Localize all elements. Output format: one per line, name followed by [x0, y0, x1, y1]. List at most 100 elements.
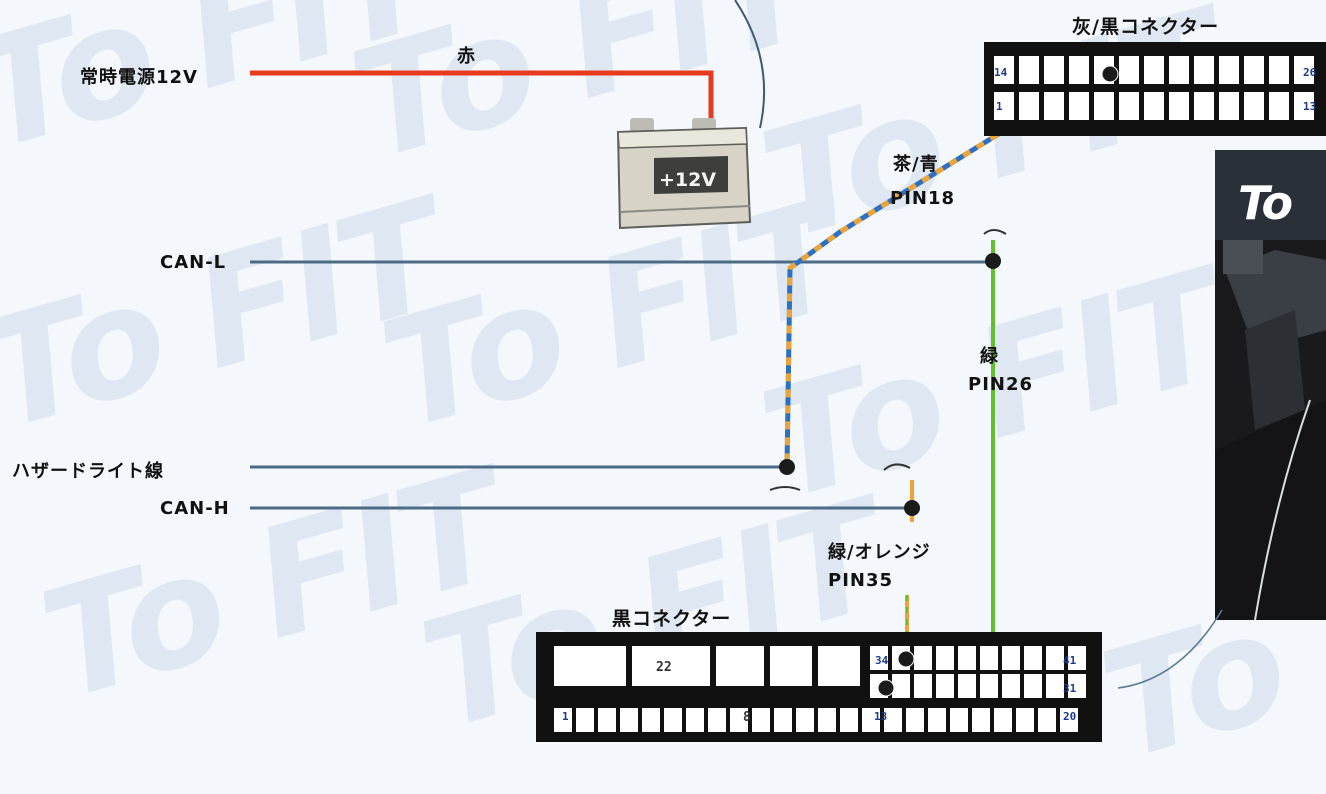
pin-cell [1002, 646, 1020, 670]
gray-black-connector-title: 灰/黒コネクター [1072, 16, 1220, 38]
pin-number: 8 [743, 710, 751, 725]
pin-cell [598, 708, 616, 732]
pin-cell [906, 708, 924, 732]
pin-cell [576, 708, 594, 732]
pin-cell [928, 708, 946, 732]
pin-cell [1119, 56, 1139, 84]
pin-cell [1024, 646, 1042, 670]
pin-cell [1269, 56, 1289, 84]
pin-cell [914, 674, 932, 698]
pin-cell [620, 708, 638, 732]
hazard-label: ハザードライト線 [12, 461, 164, 482]
pin-cell [1294, 56, 1314, 84]
pin-cell [1068, 674, 1086, 698]
pin-cell [818, 646, 860, 686]
pin-cell [632, 646, 710, 686]
vehicle-photo [1215, 150, 1326, 620]
red-wire-label: 赤 [457, 46, 476, 67]
pin-cell [1094, 92, 1114, 120]
pin-number: 31 [1063, 682, 1077, 695]
pin-cell [1002, 674, 1020, 698]
pin-cell [1244, 56, 1264, 84]
pin-cell [1019, 56, 1039, 84]
pin-cell [1144, 92, 1164, 120]
pin-number: 13 [1303, 100, 1317, 113]
pin-cell [1169, 56, 1189, 84]
pin-cell [980, 674, 998, 698]
pin-cell [1194, 56, 1214, 84]
green-wire-pin-label: PIN26 [968, 374, 1034, 395]
pin-cell [774, 708, 792, 732]
pin-cell [1194, 92, 1214, 120]
pin-cell [1244, 92, 1264, 120]
pin-number: 34 [875, 654, 889, 667]
red-wire [250, 70, 714, 122]
pin-number: 22 [656, 660, 672, 675]
pin-number: 13 [874, 710, 888, 723]
pin-cell [1060, 708, 1078, 732]
pin-cell [980, 646, 998, 670]
pin-cell [1038, 708, 1056, 732]
pin-cell [1019, 92, 1039, 120]
battery-icon [616, 118, 752, 230]
pin-cell [716, 646, 764, 686]
pin-cell [554, 708, 572, 732]
battery-label: +12V [659, 169, 717, 191]
pin-cell [936, 646, 954, 670]
pin-cell [958, 674, 976, 698]
pin-cell [884, 708, 902, 732]
junction-dot [904, 500, 920, 516]
pin-cell [752, 708, 770, 732]
pin-cell [994, 92, 1014, 120]
pin-number: 1 [996, 100, 1003, 113]
pin-cell [936, 674, 954, 698]
pin-cell [1016, 708, 1034, 732]
pin-cell [1069, 92, 1089, 120]
can-l-label: CAN-L [160, 252, 227, 273]
pin-cell [1269, 92, 1289, 120]
junction-dot [779, 459, 795, 475]
pin-number: 26 [1303, 66, 1317, 79]
pin-cell [972, 708, 990, 732]
pin-cell [1219, 92, 1239, 120]
pin-cell [1219, 56, 1239, 84]
pin-cell [664, 708, 682, 732]
constant-power-label: 常時電源12V [80, 67, 198, 88]
pin-cell [730, 708, 748, 732]
can-h-label: CAN-H [160, 498, 230, 519]
pin-cell [1144, 56, 1164, 84]
pin-cell [1024, 674, 1042, 698]
pin-cell [1046, 674, 1064, 698]
pin-number: 20 [1063, 710, 1077, 723]
pin-cell [950, 708, 968, 732]
pin-cell [862, 708, 880, 732]
pin-cell [1169, 92, 1189, 120]
sensor-cable [734, 0, 766, 129]
black-connector [536, 632, 1102, 742]
pin-cell [1044, 92, 1064, 120]
pin-cell [994, 56, 1014, 84]
black-connector-title: 黒コネクター [612, 608, 732, 630]
pin-cell [1069, 56, 1089, 84]
pin-cell [708, 708, 726, 732]
sensor-cable [1117, 609, 1223, 689]
pin-cell [892, 674, 910, 698]
tap-mark [769, 486, 801, 491]
pin-cell [1044, 56, 1064, 84]
pin-cell [994, 708, 1012, 732]
pin-cell [1068, 646, 1086, 670]
pin-cell [686, 708, 704, 732]
pin-number: 14 [994, 66, 1008, 79]
pin-cell [958, 646, 976, 670]
green-orange-wire-pin-label: PIN35 [828, 570, 894, 591]
tap-mark [883, 463, 911, 471]
green-orange-wire-color-label: 緑/オレンジ [828, 542, 931, 563]
pin-cell [642, 708, 660, 732]
pin-number: 41 [1063, 654, 1077, 667]
pin-cell [914, 646, 932, 670]
pin-cell [1119, 92, 1139, 120]
tap-mark [983, 229, 1007, 235]
pin-cell [554, 646, 626, 686]
gray-black-connector [984, 42, 1326, 136]
